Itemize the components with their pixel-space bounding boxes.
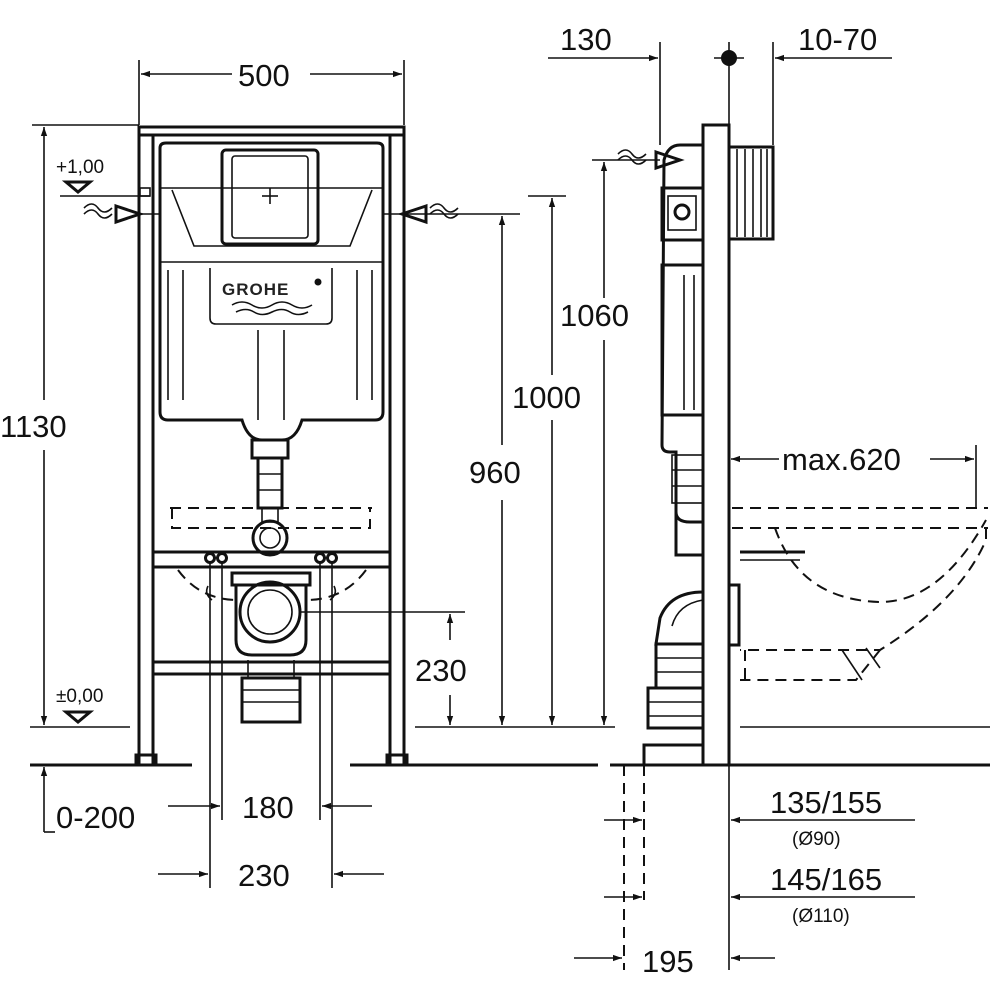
side-bowl-outline — [732, 507, 988, 681]
dim-height-230: 230 — [300, 611, 467, 725]
dim-label-0-200: 0-200 — [56, 800, 135, 835]
dim-height-1000: 1000 — [512, 195, 581, 725]
level-floor: ±0,00 — [56, 686, 103, 724]
floor-lines — [30, 726, 990, 767]
dim-label-pipe-90: (Ø90) — [792, 829, 841, 850]
drain-outlet — [230, 571, 312, 724]
dim-label-500: 500 — [238, 58, 290, 93]
dim-bowl-max-620: max.620 — [731, 442, 977, 508]
front-water-inlets — [83, 187, 459, 225]
dim-label-1060: 1060 — [560, 298, 629, 333]
wall-centre-mark — [714, 42, 744, 125]
dim-depth-135-155: 135/155 (Ø90) — [604, 785, 915, 850]
dim-bolts-230: 230 — [158, 662, 384, 893]
level-top: +1,00 — [56, 157, 150, 197]
dim-depth-195: 195 — [574, 944, 775, 979]
dim-label-1130: 1130 — [0, 409, 67, 444]
dim-label-145-165: 145/165 — [770, 862, 882, 897]
side-frame — [617, 123, 805, 767]
dim-label-pipe-110: (Ø110) — [792, 906, 850, 927]
dim-depth-130: 130 — [548, 22, 661, 145]
dim-label-230-height: 230 — [415, 653, 467, 688]
dim-width-500: 500 — [138, 58, 405, 125]
dim-floor-range: 0-200 — [40, 767, 135, 835]
front-frame — [134, 125, 409, 767]
dim-height-1130: 1130 — [0, 124, 139, 725]
dim-label-max-620: max.620 — [782, 442, 901, 477]
cistern: GROHE — [158, 141, 385, 442]
dim-label-180: 180 — [242, 790, 294, 825]
dim-label-135-155: 135/155 — [770, 785, 882, 820]
dim-label-10-70: 10-70 — [798, 22, 877, 57]
dim-bolts-180: 180 — [168, 662, 372, 825]
flush-pipe — [250, 438, 290, 557]
dim-depth-145-165: 145/165 (Ø110) — [604, 862, 915, 927]
level-label-floor: ±0,00 — [56, 686, 103, 707]
dim-height-1060: 1060 — [560, 159, 660, 725]
front-bowl-outline — [170, 507, 372, 601]
side-depth-extension-lines — [623, 765, 730, 970]
dim-height-960: 960 — [404, 213, 521, 725]
dim-label-130: 130 — [560, 22, 612, 57]
dim-label-1000: 1000 — [512, 380, 581, 415]
dim-wall-10-70: 10-70 — [772, 22, 892, 145]
dim-label-960: 960 — [469, 455, 521, 490]
dim-label-230-width: 230 — [238, 858, 290, 893]
level-label-top: +1,00 — [56, 157, 104, 178]
dim-label-195: 195 — [642, 944, 694, 979]
brand-logo: GROHE — [222, 280, 289, 299]
front-bolts — [204, 552, 338, 662]
